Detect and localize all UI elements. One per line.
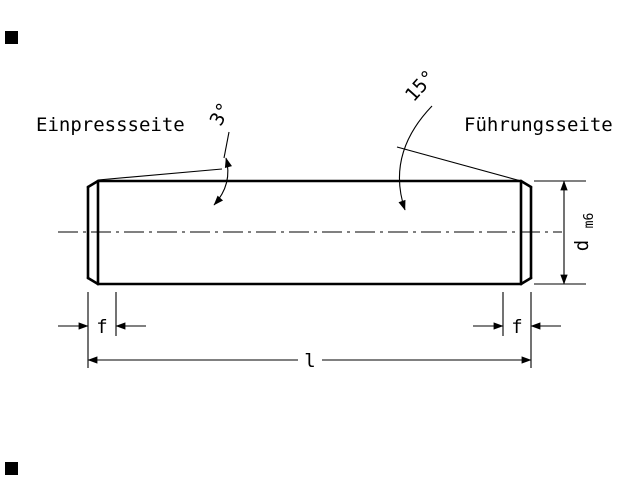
- dim-d-main: d: [571, 240, 593, 251]
- dim-d-label: d m6: [571, 213, 597, 252]
- dim-l: l: [87, 350, 532, 372]
- label-fuehrungsseite: Führungsseite: [464, 114, 613, 136]
- chamfer-extension-line: [396, 146, 522, 182]
- dim-f-right: f: [473, 292, 561, 368]
- angle-arc-left: [213, 157, 232, 206]
- label-3deg: 3°: [206, 99, 236, 130]
- pin-left-top-chamfer: [86, 179, 100, 189]
- label-einpressseite: Einpressseite: [36, 114, 185, 136]
- dim-f-right-label: f: [511, 316, 522, 338]
- pin-left-bottom-chamfer: [86, 276, 100, 286]
- left-angle-construction: [97, 131, 232, 206]
- right-angle-construction: [396, 105, 522, 211]
- pin-right-bottom-chamfer: [519, 276, 533, 286]
- dim-d: d m6: [534, 180, 597, 285]
- dim-d-tolerance: m6: [582, 213, 597, 229]
- label-15deg: 15°: [401, 66, 440, 106]
- pin-outline: [86, 179, 533, 286]
- dim-f-left-label: f: [96, 316, 107, 338]
- taper-extension-line: [97, 168, 223, 181]
- registration-mark-top-left: [5, 31, 18, 44]
- dim-l-label: l: [304, 350, 315, 372]
- dim-f-left: f: [58, 292, 146, 368]
- leader-3deg: [223, 131, 230, 159]
- leader-15deg: [398, 105, 433, 211]
- registration-mark-bottom-left: [5, 462, 18, 475]
- pin-right-top-chamfer: [519, 179, 533, 189]
